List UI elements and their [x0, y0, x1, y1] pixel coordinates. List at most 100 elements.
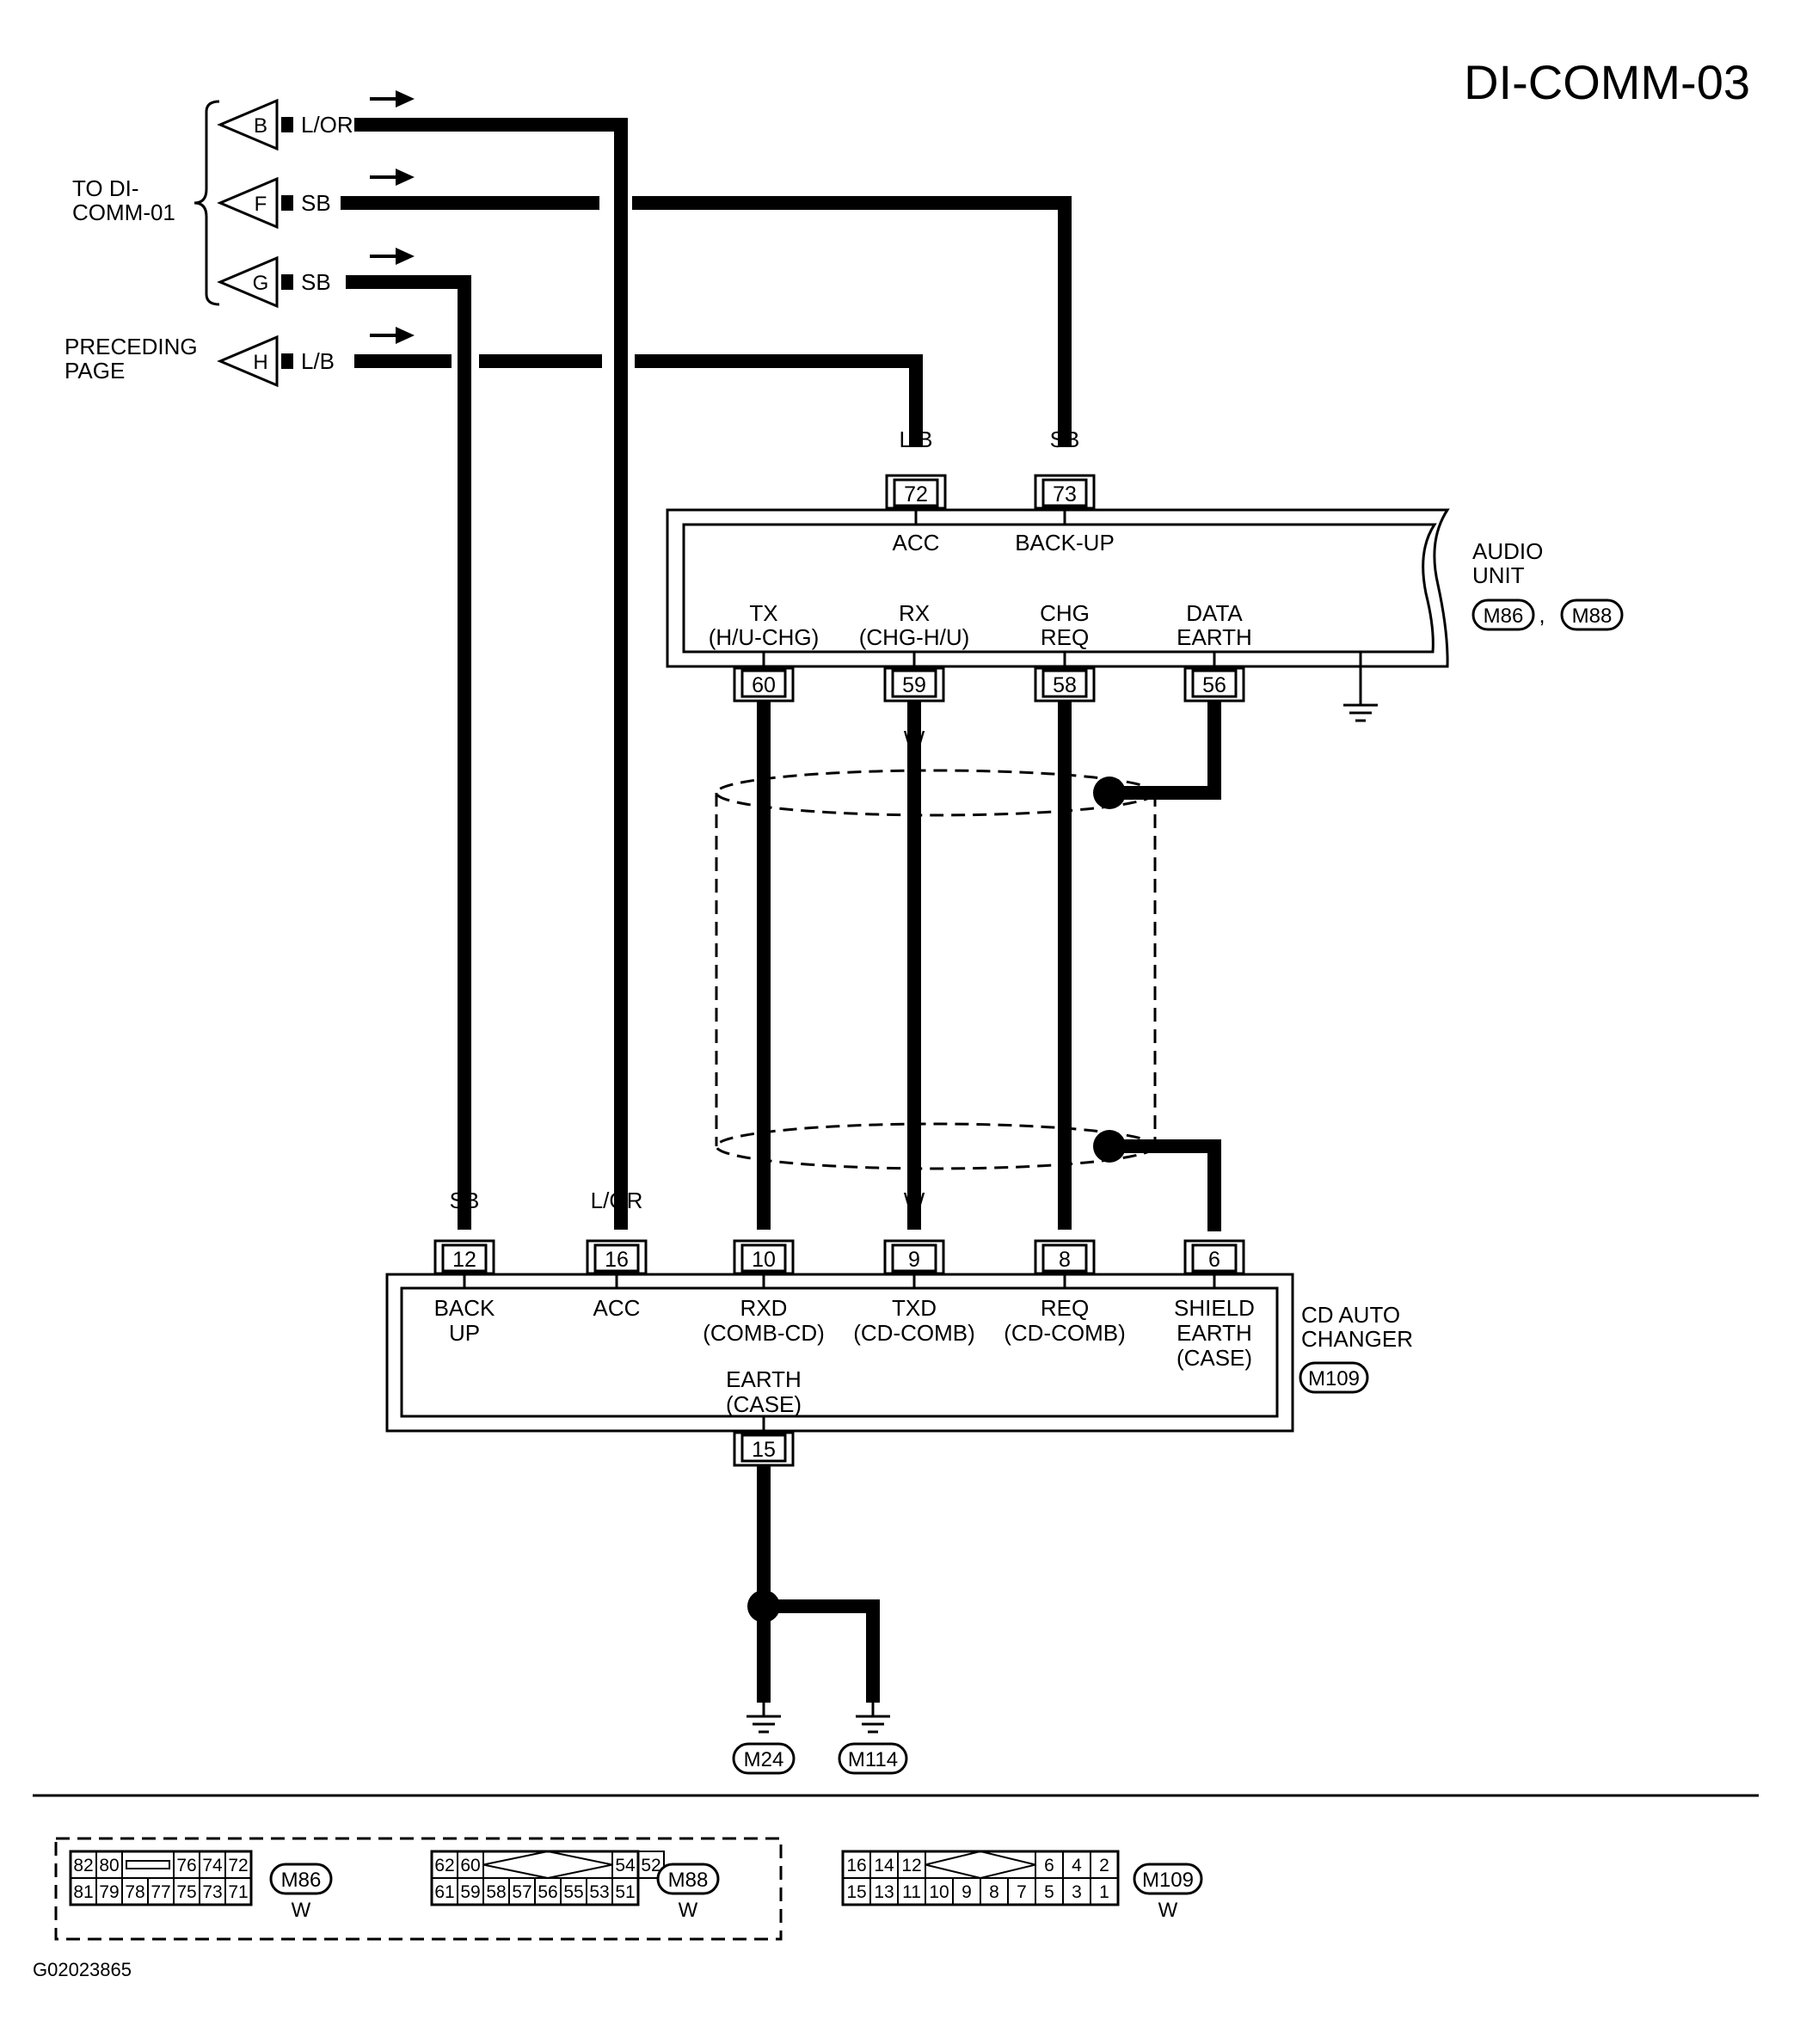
ref-letter: B	[254, 114, 267, 138]
figure-id: G02023865	[33, 1959, 132, 1980]
connector-view-m88-oval	[656, 1863, 720, 1895]
separator: ,	[1539, 602, 1545, 628]
connector-view-m109-oval	[1133, 1863, 1203, 1895]
pin-function: BACK-UP	[1015, 530, 1115, 556]
pin-function: TXD(CD-COMB)	[853, 1295, 975, 1346]
connector-cell	[842, 1877, 871, 1906]
terminal-number: 82	[73, 1856, 93, 1875]
terminal-number: 57	[512, 1882, 531, 1902]
wire-color: L/B	[899, 427, 932, 452]
connector-arrow-icon	[217, 176, 279, 230]
pin-function: ACC	[593, 1295, 641, 1321]
wire-end	[281, 195, 293, 211]
terminal-number: 55	[563, 1882, 583, 1902]
terminal-number: 77	[151, 1882, 170, 1902]
wire-color: R	[1057, 1188, 1073, 1213]
wire-color: SB	[1050, 427, 1080, 452]
terminal-number: 14	[874, 1856, 894, 1875]
connector-m88: M88	[1572, 605, 1613, 628]
cd-changer-inner	[400, 1286, 1279, 1418]
connector-m109: M109	[1308, 1367, 1360, 1390]
ref-letter: F	[255, 193, 267, 216]
wire-l-or	[354, 118, 628, 1230]
pin-59-box	[891, 669, 937, 698]
ref-letter: H	[253, 351, 267, 374]
connector-m114: M114	[848, 1748, 898, 1771]
shield-bottom	[715, 1122, 1157, 1170]
ref-letter: G	[253, 272, 269, 295]
connector-cell	[482, 1877, 510, 1906]
wire-data-earth	[1118, 701, 1221, 800]
wire-end	[281, 353, 293, 369]
terminal-number: 76	[176, 1856, 196, 1875]
pin-9-box	[891, 1243, 937, 1273]
terminal-number: 73	[202, 1882, 222, 1902]
terminal-number: 5	[1044, 1882, 1054, 1902]
pin-6: 6	[1208, 1248, 1220, 1272]
wire-sb-g	[346, 275, 471, 1230]
wire-color: SB	[301, 269, 331, 295]
terminal-number: 3	[1072, 1882, 1082, 1902]
terminal-number: 9	[962, 1882, 972, 1902]
terminal-number: 7	[1017, 1882, 1027, 1902]
terminal-number: 80	[99, 1856, 119, 1875]
terminal-number: 1	[1099, 1882, 1109, 1902]
terminal-number: 79	[99, 1882, 119, 1902]
connector-key	[126, 1860, 170, 1869]
pin-function: ACC	[893, 530, 940, 556]
pin-12: 12	[452, 1248, 476, 1272]
diagram-structure	[33, 90, 1759, 1941]
pin-function: EARTH(CASE)	[726, 1366, 802, 1417]
connector-color: W	[679, 1899, 698, 1922]
connector-m114-oval	[838, 1742, 908, 1775]
pin-8: 8	[1059, 1248, 1071, 1272]
wire-earth-b2	[764, 1599, 880, 1703]
terminal-number: 4	[1072, 1856, 1082, 1875]
pin-72-box	[893, 478, 939, 507]
wire-color: SB	[301, 190, 331, 216]
connector-color: W	[292, 1899, 311, 1922]
wire-color: B	[865, 1674, 880, 1700]
flow-arrow-icon	[396, 169, 415, 186]
terminal-number: 52	[641, 1856, 660, 1875]
connector-view-m86: M86	[281, 1869, 322, 1892]
pin-12-box	[441, 1243, 488, 1273]
pin-8-box	[1041, 1243, 1088, 1273]
pin-72: 72	[904, 482, 928, 506]
terminal-number: 15	[846, 1882, 866, 1902]
pin-58-box	[1041, 669, 1088, 698]
terminal-number: 56	[538, 1882, 557, 1902]
connector-m88-oval	[1560, 598, 1624, 631]
terminal-number: 8	[989, 1882, 999, 1902]
terminal-number: 71	[228, 1882, 248, 1902]
connector-cell	[925, 1877, 954, 1906]
pin-15: 15	[752, 1438, 776, 1462]
wire-end	[281, 274, 293, 290]
wire-color: W	[904, 726, 925, 752]
wire-color: B	[756, 726, 771, 752]
earth-splice	[747, 1590, 780, 1623]
pin-10: 10	[752, 1248, 776, 1272]
flow-arrow-icon	[396, 90, 415, 107]
connector-m109-oval	[1299, 1361, 1369, 1394]
terminal-number: 12	[901, 1856, 921, 1875]
terminal-number: 75	[176, 1882, 196, 1902]
wire-sb-f	[632, 196, 1072, 447]
pin-60: 60	[752, 673, 776, 697]
connector-cell	[897, 1877, 926, 1906]
terminal-number: 13	[874, 1882, 894, 1902]
connector-m86: M86	[1484, 605, 1524, 628]
terminal-number: 2	[1099, 1856, 1109, 1875]
page-title: DI-COMM-03	[1464, 55, 1750, 109]
terminal-number: 74	[202, 1856, 223, 1875]
connector-cell	[457, 1877, 484, 1906]
pin-9: 9	[908, 1248, 920, 1272]
connector-outline	[69, 1850, 253, 1906]
wire-end	[281, 117, 293, 132]
terminal-number: 6	[1044, 1856, 1054, 1875]
to-di-comm-01-label: TO DI-COMM-01	[72, 175, 175, 225]
pin-73: 73	[1053, 482, 1077, 506]
